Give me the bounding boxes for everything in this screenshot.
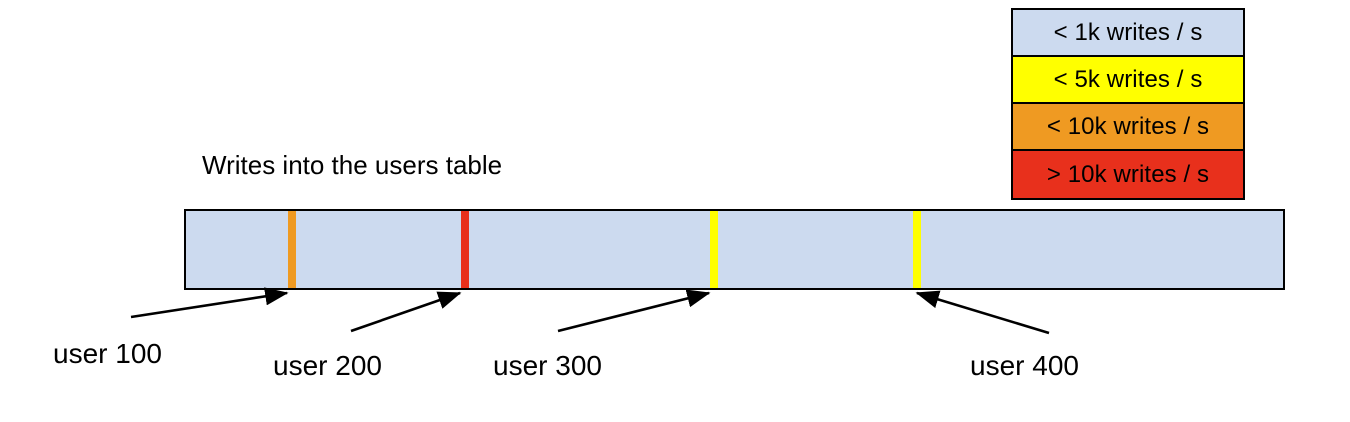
users-table-bar: [184, 209, 1285, 290]
legend-label-tier1: < 1k writes / s: [1053, 18, 1203, 46]
annotation-label-user-300: user 300: [493, 350, 602, 381]
diagram-caption: Writes into the users table: [202, 150, 503, 180]
annotation-label-user-100: user 100: [53, 338, 162, 369]
annotation-label-user-400: user 400: [970, 350, 1079, 381]
legend-row-tier1: < 1k writes / s: [1013, 10, 1243, 57]
arrow-user-400: [915, 290, 1050, 335]
user-400-stripe: [913, 211, 921, 288]
user-100-stripe: [288, 211, 296, 288]
legend-row-tier3: < 10k writes / s: [1013, 104, 1243, 151]
legend-row-tier4: > 10k writes / s: [1013, 151, 1243, 198]
user-200-stripe: [461, 211, 469, 288]
legend-label-tier4: > 10k writes / s: [1046, 160, 1210, 188]
legend-label-tier3: < 10k writes / s: [1046, 112, 1210, 140]
legend-label-tier2: < 5k writes / s: [1053, 65, 1203, 93]
arrow-user-100: [130, 287, 289, 319]
arrow-user-200: [350, 291, 462, 333]
legend: < 1k writes / s < 5k writes / s < 10k wr…: [1011, 8, 1245, 200]
arrow-user-300: [557, 289, 711, 333]
user-300-stripe: [710, 211, 718, 288]
annotation-label-user-200: user 200: [273, 350, 382, 381]
legend-row-tier2: < 5k writes / s: [1013, 57, 1243, 104]
